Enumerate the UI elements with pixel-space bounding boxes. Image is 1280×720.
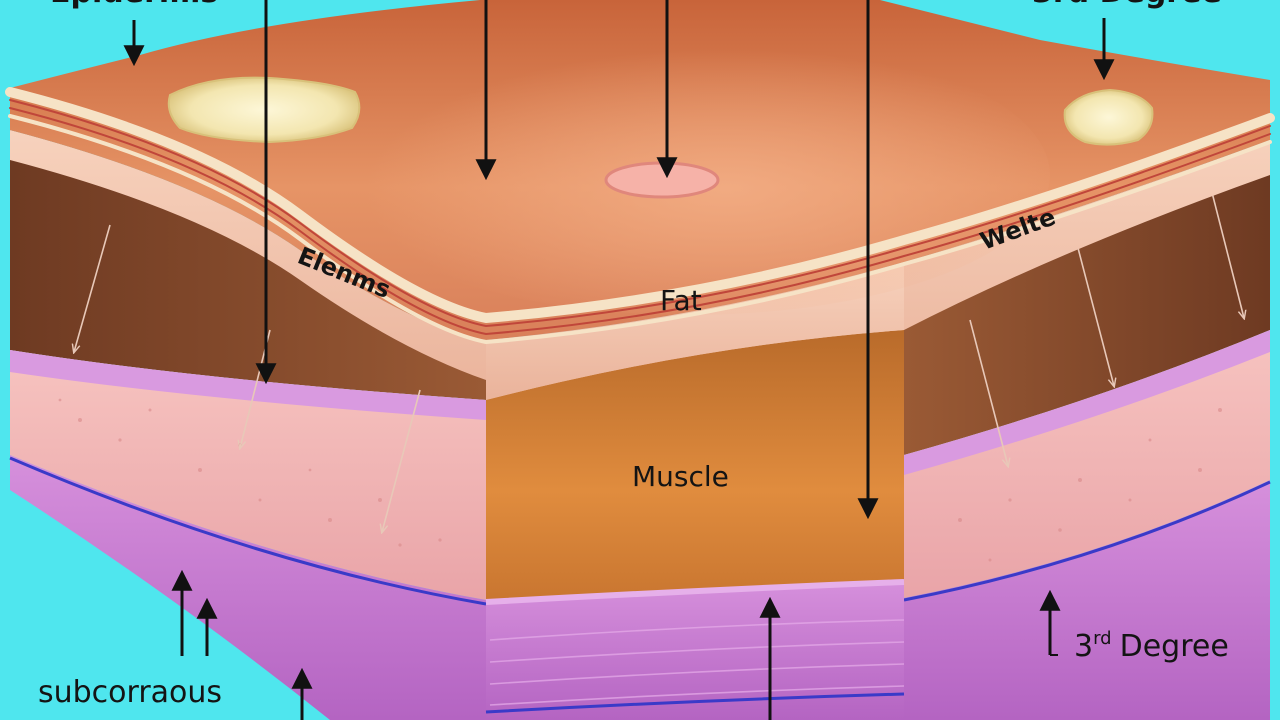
- label-bottom-right-word: Degree: [1120, 629, 1229, 664]
- pointer-arrows: [123, 0, 1115, 720]
- blister-right: [1063, 88, 1154, 146]
- label-bottom-left: subcorraous: [38, 675, 222, 710]
- skin-surface: [5, 0, 1275, 345]
- center-face: [485, 326, 905, 720]
- label-fat: Fat: [660, 284, 702, 317]
- label-bottom-right-suffix: rd: [1093, 628, 1112, 649]
- label-top-left-cut: Epidermis: [50, 0, 218, 10]
- label-bottom-right: 3rd Degree: [1074, 628, 1229, 664]
- right-side-face: [903, 140, 1271, 720]
- burn-spot: [604, 161, 720, 199]
- blister-left: [167, 76, 361, 144]
- label-top-right-cut: 3rd Degree: [1032, 0, 1222, 10]
- label-bottom-right-ordinal: 3: [1074, 629, 1093, 664]
- label-muscle: Muscle: [632, 460, 729, 493]
